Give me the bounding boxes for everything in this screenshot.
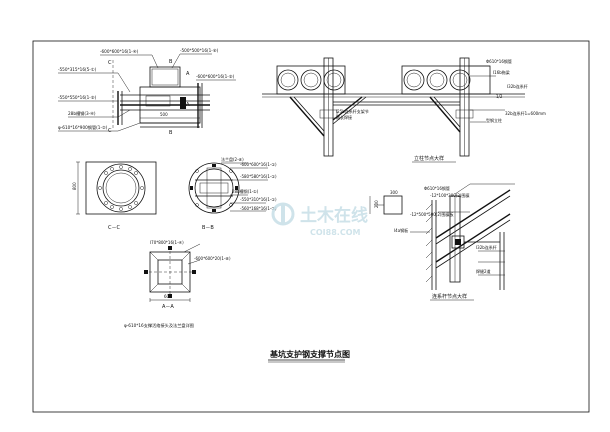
dim-300: 300 bbox=[390, 190, 398, 195]
lbl-col-ratio: 1/2 bbox=[496, 94, 503, 99]
dim-200: 200 bbox=[374, 200, 379, 208]
lbl-conn-1: -600*600*16(1-④) bbox=[100, 49, 139, 54]
lbl-col-tie: I32b连系杆 bbox=[507, 83, 528, 89]
section-mark-a2: A bbox=[186, 102, 190, 108]
pipe-group-left bbox=[276, 65, 346, 95]
lbl-bb-4: 28b槽钢(1-①) bbox=[232, 188, 259, 194]
lbl-aa-1: I70*800*16(1-④) bbox=[150, 240, 184, 245]
lbl-bb-1: 法兰盘(2-⑧) bbox=[221, 156, 244, 162]
title-column-node: 立柱节点大样 bbox=[414, 155, 444, 162]
section-b-b: 法兰盘(2-⑧) -600*600*16(1-①) -580*580*16(1-… bbox=[188, 156, 277, 231]
dim-600: 600 bbox=[164, 294, 172, 299]
lbl-col-tie2: 32b连系杆1=600mm bbox=[505, 110, 546, 116]
lbl-col-beam: I16b拖梁 bbox=[493, 69, 510, 75]
lbl-pn-plate: -12*500*500(2)围檩板 bbox=[410, 211, 453, 217]
lbl-pn-weld: 焊缝2道 bbox=[476, 268, 491, 274]
connection-detail: C C B B A A 500 -600*600*16(1-④) -500*50… bbox=[58, 48, 236, 136]
lbl-conn-2: -500*500*16(1-⑥) bbox=[180, 48, 219, 53]
lbl-conn-4: -600*600*16(1-⑤) bbox=[196, 74, 235, 79]
lbl-bb-2: -600*600*16(1-①) bbox=[240, 162, 277, 167]
label-b-b: B－B bbox=[202, 225, 214, 231]
lbl-pn-steel: I4a钢板 bbox=[394, 227, 408, 233]
watermark-text: 土木在线 bbox=[300, 205, 368, 226]
lbl-pn-pipe: Φ610*16钢管 bbox=[424, 185, 450, 191]
label-c-c: C－C bbox=[108, 225, 120, 231]
dim-800: 800 bbox=[72, 182, 77, 190]
pipe-group-right bbox=[401, 65, 491, 95]
watermark: 土木在线 COI88.COM bbox=[271, 202, 368, 237]
lbl-conn-3: -550*315*16(5-①) bbox=[58, 67, 97, 72]
dim-500: 500 bbox=[160, 112, 168, 117]
sheet-border bbox=[32, 40, 590, 413]
lbl-bb-3: -580*580*16(1-①) bbox=[240, 174, 277, 179]
drawing-title: 基坑支护钢支撑节点图 bbox=[269, 349, 350, 359]
title-purlin-node: 连系杆节点大样 bbox=[432, 293, 467, 300]
section-mark-a: A bbox=[186, 71, 190, 77]
lbl-col-post: 型钢立柱 bbox=[486, 117, 502, 123]
lbl-pn-tie: I32b连系杆 bbox=[476, 244, 497, 250]
lbl-bb-5: -550*310*16(1-①) bbox=[240, 197, 277, 202]
lbl-col-brace: I25b连系杆支架节 bbox=[336, 108, 369, 114]
lbl-conn-5: -550*550*16(1-⑤) bbox=[58, 95, 97, 100]
section-mark-c: C bbox=[108, 60, 112, 66]
label-a-a: A－A bbox=[162, 304, 174, 310]
lbl-bb-6: -560*168*16(1-①) bbox=[240, 206, 277, 211]
lbl-pn-purlin: -12*100*300(2)围檩 bbox=[430, 192, 469, 198]
section-mark-b2: B bbox=[169, 130, 173, 136]
section-c-c: 800 C－C bbox=[72, 161, 157, 231]
lbl-col-weld: 通长焊接 bbox=[336, 114, 352, 120]
lbl-conn-6: 28b槽钢(3-④) bbox=[68, 110, 96, 117]
caption-aa: φ-610*16支撑活络接头及法兰盘详图 bbox=[124, 322, 194, 329]
purlin-node-detail: 200 300 Φ610*16钢管 -12*100*300(2)围檩 -12*5… bbox=[369, 183, 515, 301]
lbl-conn-7: φ-610*16*900钢管(1-②) bbox=[58, 124, 108, 131]
section-mark-b: B bbox=[169, 59, 173, 65]
lbl-aa-2: -600*600*20(1-⑧) bbox=[194, 256, 231, 261]
column-node-detail: Φ610*16钢管 I16b拖梁 1/2 型钢立柱 I32b连系杆 32b连系杆… bbox=[262, 57, 546, 163]
watermark-sub: COI88.COM bbox=[310, 228, 360, 237]
section-a-a: 600 I70*800*16(1-④) -600*600*20(1-⑧) A－A… bbox=[124, 240, 231, 329]
lbl-col-pipe: Φ610*16钢管 bbox=[486, 58, 512, 64]
